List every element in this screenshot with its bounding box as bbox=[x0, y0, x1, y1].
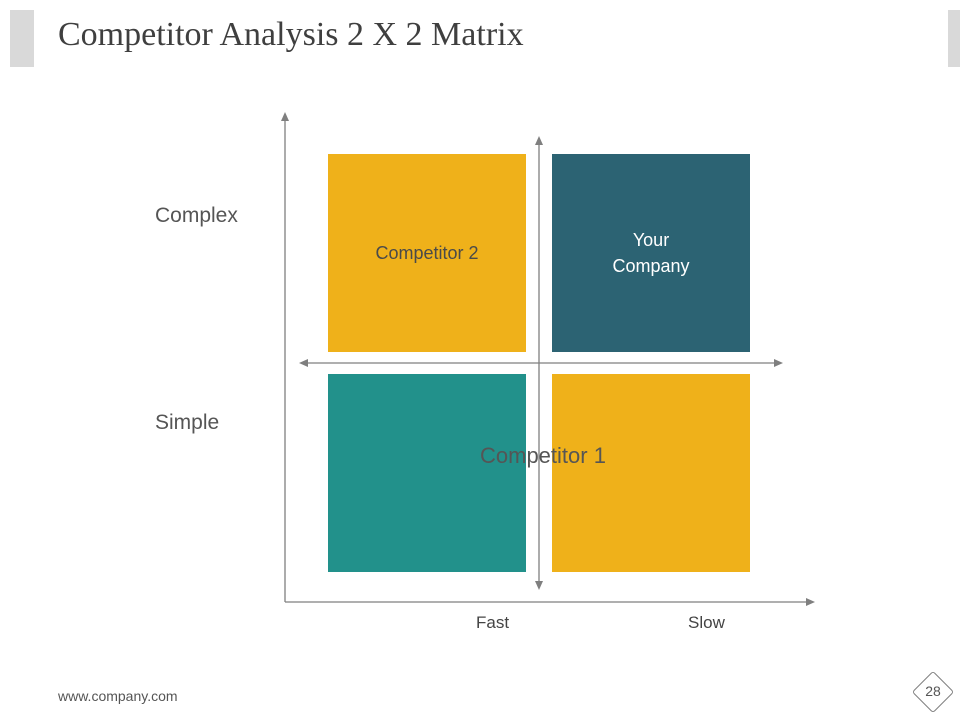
y-label-complex: Complex bbox=[155, 204, 238, 227]
page-number: 28 bbox=[925, 683, 941, 699]
quadrant-bottom-left bbox=[328, 374, 526, 572]
x-label-fast: Fast bbox=[476, 613, 510, 632]
slide-title: Competitor Analysis 2 X 2 Matrix bbox=[58, 16, 524, 53]
center-vertical-arrow-up bbox=[535, 136, 543, 145]
corner-accent-right bbox=[948, 10, 960, 67]
quadrant-label-competitor-2: Competitor 2 bbox=[375, 243, 479, 263]
corner-accent-left bbox=[10, 10, 34, 67]
page-number-badge: 28 bbox=[911, 670, 955, 714]
center-horizontal-arrow-right bbox=[774, 359, 783, 367]
x-label-slow: Slow bbox=[688, 613, 725, 632]
quadrant-bottom-right bbox=[552, 374, 750, 572]
center-label-competitor-1: Competitor 1 bbox=[480, 443, 606, 468]
your-company-line2: Company bbox=[612, 256, 690, 276]
your-company-line1: Your bbox=[632, 230, 670, 250]
footer-url: www.company.com bbox=[58, 688, 178, 704]
y-axis-arrowhead bbox=[281, 112, 289, 121]
quadrant-top-left: Competitor 2 bbox=[328, 154, 526, 352]
center-horizontal-arrow-left bbox=[299, 359, 308, 367]
x-axis-arrowhead bbox=[806, 598, 815, 606]
quadrant-top-right: Your Company bbox=[552, 154, 750, 352]
y-label-simple: Simple bbox=[155, 411, 220, 434]
center-vertical-arrow-down bbox=[535, 581, 543, 590]
quadrant-label-your-company: Your Company bbox=[552, 227, 750, 279]
